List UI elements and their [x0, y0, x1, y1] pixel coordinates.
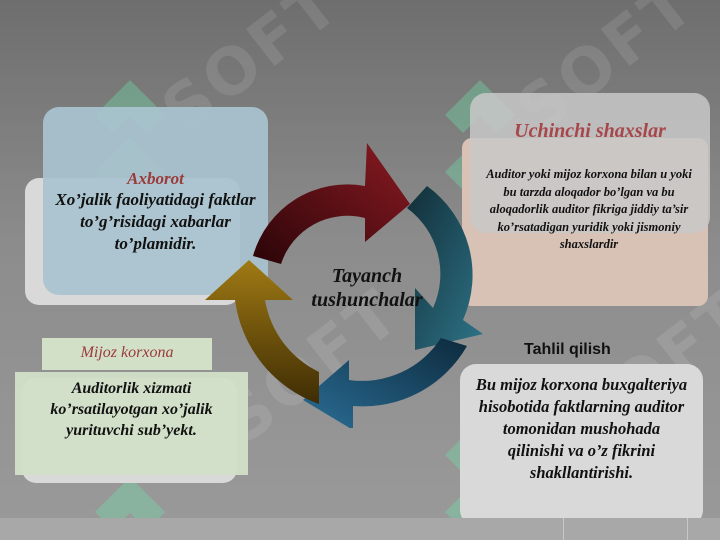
cycle-diagram	[205, 143, 483, 428]
footer-divider	[563, 518, 564, 540]
tahlil-title: Tahlil qilish	[524, 341, 611, 358]
arrow-top-right	[407, 186, 483, 350]
mijoz-title-box: Mijoz korxona	[42, 338, 212, 370]
tahlil-card: Bu mijoz korxona buxgalteriya hisobotida…	[460, 364, 703, 526]
footer-divider	[687, 518, 688, 540]
arrow-bottom	[303, 338, 467, 428]
arrow-left	[205, 260, 319, 404]
tahlil-text: Bu mijoz korxona buxgalteriya hisobotida…	[475, 375, 688, 482]
axborot-card: Axborot Xo’jalik faoliyatidagi faktlar t…	[43, 107, 268, 295]
mijoz-title: Mijoz korxona	[80, 344, 174, 361]
axborot-title: Axborot	[127, 169, 184, 188]
uchinchi-text: Auditor yoki mijoz korxona bilan u yoki …	[486, 167, 692, 251]
center-label: Tayanch tushunchalar	[311, 265, 423, 311]
uchinchi-card: Uchinchi shaxslar	[470, 93, 710, 233]
axborot-text: Xo’jalik faoliyatidagi faktlar to’g’risi…	[55, 190, 256, 253]
uchinchi-title: Uchinchi shaxslar	[514, 120, 666, 142]
footer-bar	[0, 518, 720, 540]
arrow-top-left	[253, 143, 410, 264]
mijoz-text: Auditorlik xizmati ko’rsatilayotgan xo’j…	[50, 380, 213, 439]
mijoz-card: Auditorlik xizmati ko’rsatilayotgan xo’j…	[15, 372, 248, 475]
